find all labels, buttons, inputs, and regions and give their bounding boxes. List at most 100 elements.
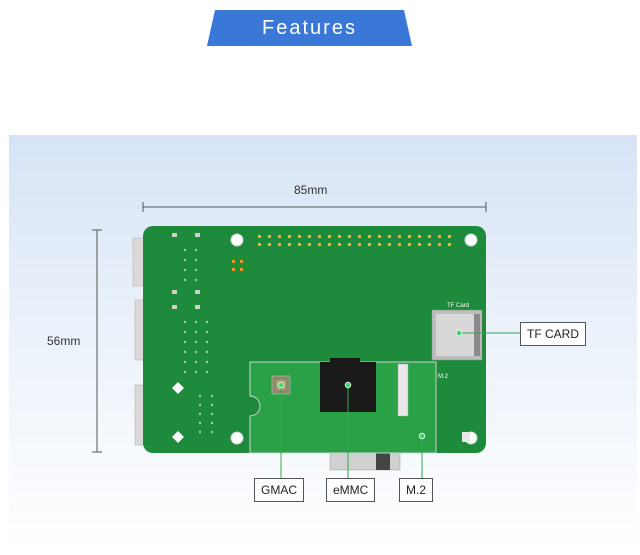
via-dot [194,258,198,262]
via-dot [198,403,202,407]
gpio-pin [378,235,381,238]
gpio-pin [408,235,411,238]
gpio-pin [348,243,351,246]
via-dot [210,421,214,425]
gpio-pin [448,243,451,246]
gpio-pin [288,235,291,238]
gpio-pin [308,235,311,238]
bottom-connector-jack [376,450,390,470]
gpio-pin [388,243,391,246]
gpio-pin [308,243,311,246]
via-dot [194,360,198,364]
via-dot [205,370,209,374]
via-dot [194,248,198,252]
tf-card-callout: TF CARD [520,322,586,346]
mounting-holes [230,233,478,445]
via-dot [194,330,198,334]
via-dot [183,360,187,364]
m2-callout: M.2 [399,478,434,502]
via-dot [198,394,202,398]
gpio-pin [428,235,431,238]
gpio-header [258,235,451,246]
gpio-pin [318,235,321,238]
gpio-pin [258,235,261,238]
via-dot [210,394,214,398]
via-dot [198,421,202,425]
gpio-pin [298,243,301,246]
via-dots [183,248,214,434]
gpio-pin [388,235,391,238]
via-dot [194,370,198,374]
via-dot [198,412,202,416]
gpio-pin [298,235,301,238]
banner-title: Features [262,17,357,39]
m2-silkscreen: M.2 [438,374,449,380]
smd-components [172,233,200,309]
gpio-pin [328,243,331,246]
gpio-pin [368,243,371,246]
via-dot [183,278,187,282]
gpio-pin [278,235,281,238]
via-dot [205,330,209,334]
via-dot [183,370,187,374]
via-dot [183,330,187,334]
via-dot [183,268,187,272]
via-dot [210,403,214,407]
gpio-pin [418,235,421,238]
via-dot [183,258,187,262]
tf-card-silkscreen: TF Card [447,303,469,309]
gpio-pin [438,235,441,238]
via-dot [194,340,198,344]
leader-markers [277,329,463,440]
gpio-pin [268,243,271,246]
gpio-pin [258,243,261,246]
via-dot [198,430,202,434]
width-dimension-line [142,202,487,212]
gpio-pin [408,243,411,246]
gpio-pin [378,243,381,246]
gpio-pin [448,235,451,238]
via-dot [194,350,198,354]
gpio-pin [368,235,371,238]
m2-connector [397,363,409,417]
via-dot [205,340,209,344]
gpio-pin [288,243,291,246]
gpio-pin [438,243,441,246]
banner-shape [207,10,412,46]
gpio-pin [268,235,271,238]
left-edge-connectors [132,237,146,446]
via-dot [205,360,209,364]
via-dot [183,320,187,324]
gpio-pin [338,243,341,246]
via-dot [210,430,214,434]
gpio-pin [418,243,421,246]
gpio-pin [328,235,331,238]
width-label: 85mm [294,183,328,197]
via-dot [183,248,187,252]
via-dot [194,268,198,272]
via-dot [210,412,214,416]
height-dimension-line [92,229,102,453]
fiducial-marks [172,382,184,443]
gmac-callout: GMAC [254,478,304,502]
gpio-pin [348,235,351,238]
emmc-callout: eMMC [326,478,376,502]
gpio-pin [358,235,361,238]
gpio-pin [338,235,341,238]
gpio-pin [358,243,361,246]
via-dot [194,278,198,282]
features-banner: Features [207,10,412,46]
via-dot [194,320,198,324]
gpio-pin [398,243,401,246]
via-dot [183,350,187,354]
via-dot [183,340,187,344]
via-dot [205,350,209,354]
leds [232,260,243,271]
gpio-pin [318,243,321,246]
via-dot [205,320,209,324]
gpio-pin [398,235,401,238]
gpio-pin [428,243,431,246]
height-label: 56mm [47,334,81,348]
right-small-connector [462,432,470,442]
